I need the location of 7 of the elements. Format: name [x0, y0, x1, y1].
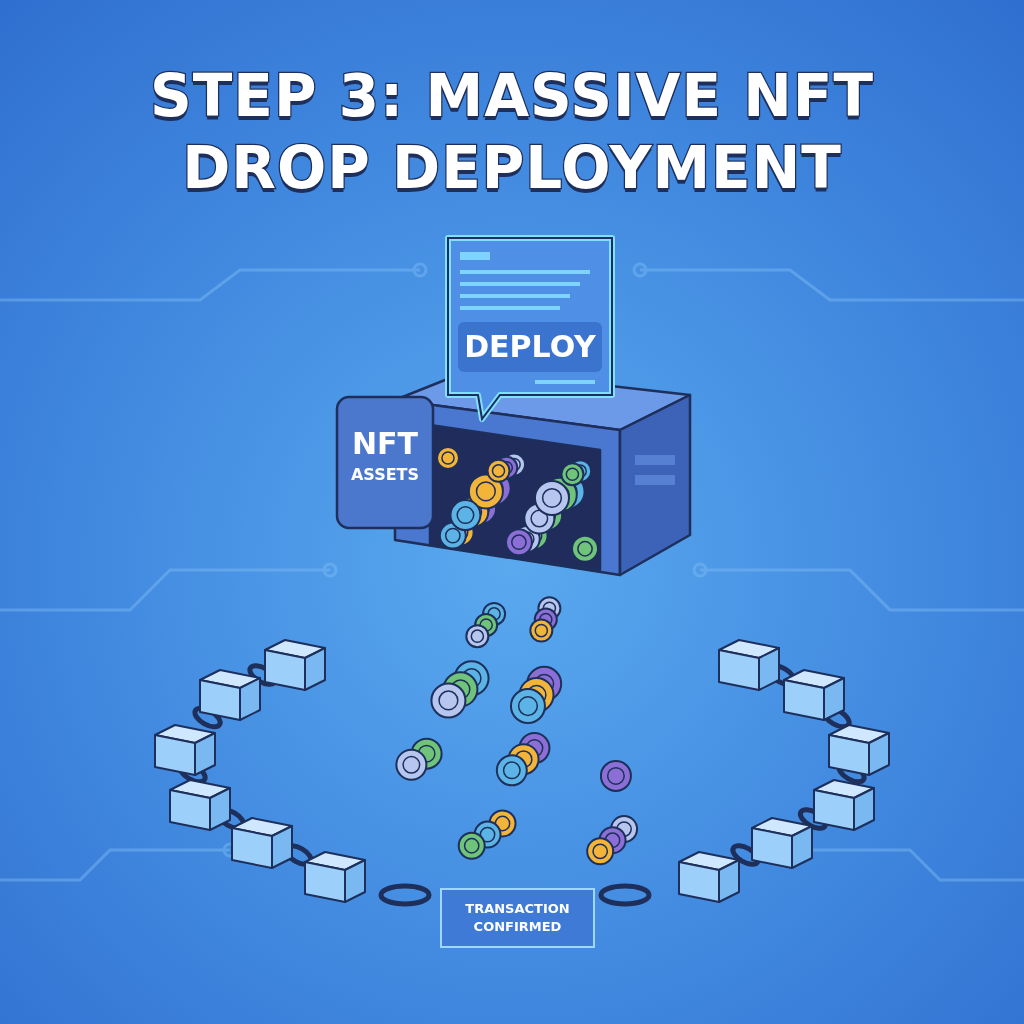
panel-subtitle: ASSETS [349, 465, 421, 485]
deploy-button: DEPLOY [458, 322, 602, 372]
panel-heading: NFT [350, 427, 420, 461]
confirmation-block [440, 888, 595, 948]
label-panel [335, 395, 435, 530]
status-label: TRANSACTION CONFIRMED [464, 900, 571, 936]
title: STEP 3: MASSIVE NFT DROP DEPLOYMENT [149, 61, 875, 204]
